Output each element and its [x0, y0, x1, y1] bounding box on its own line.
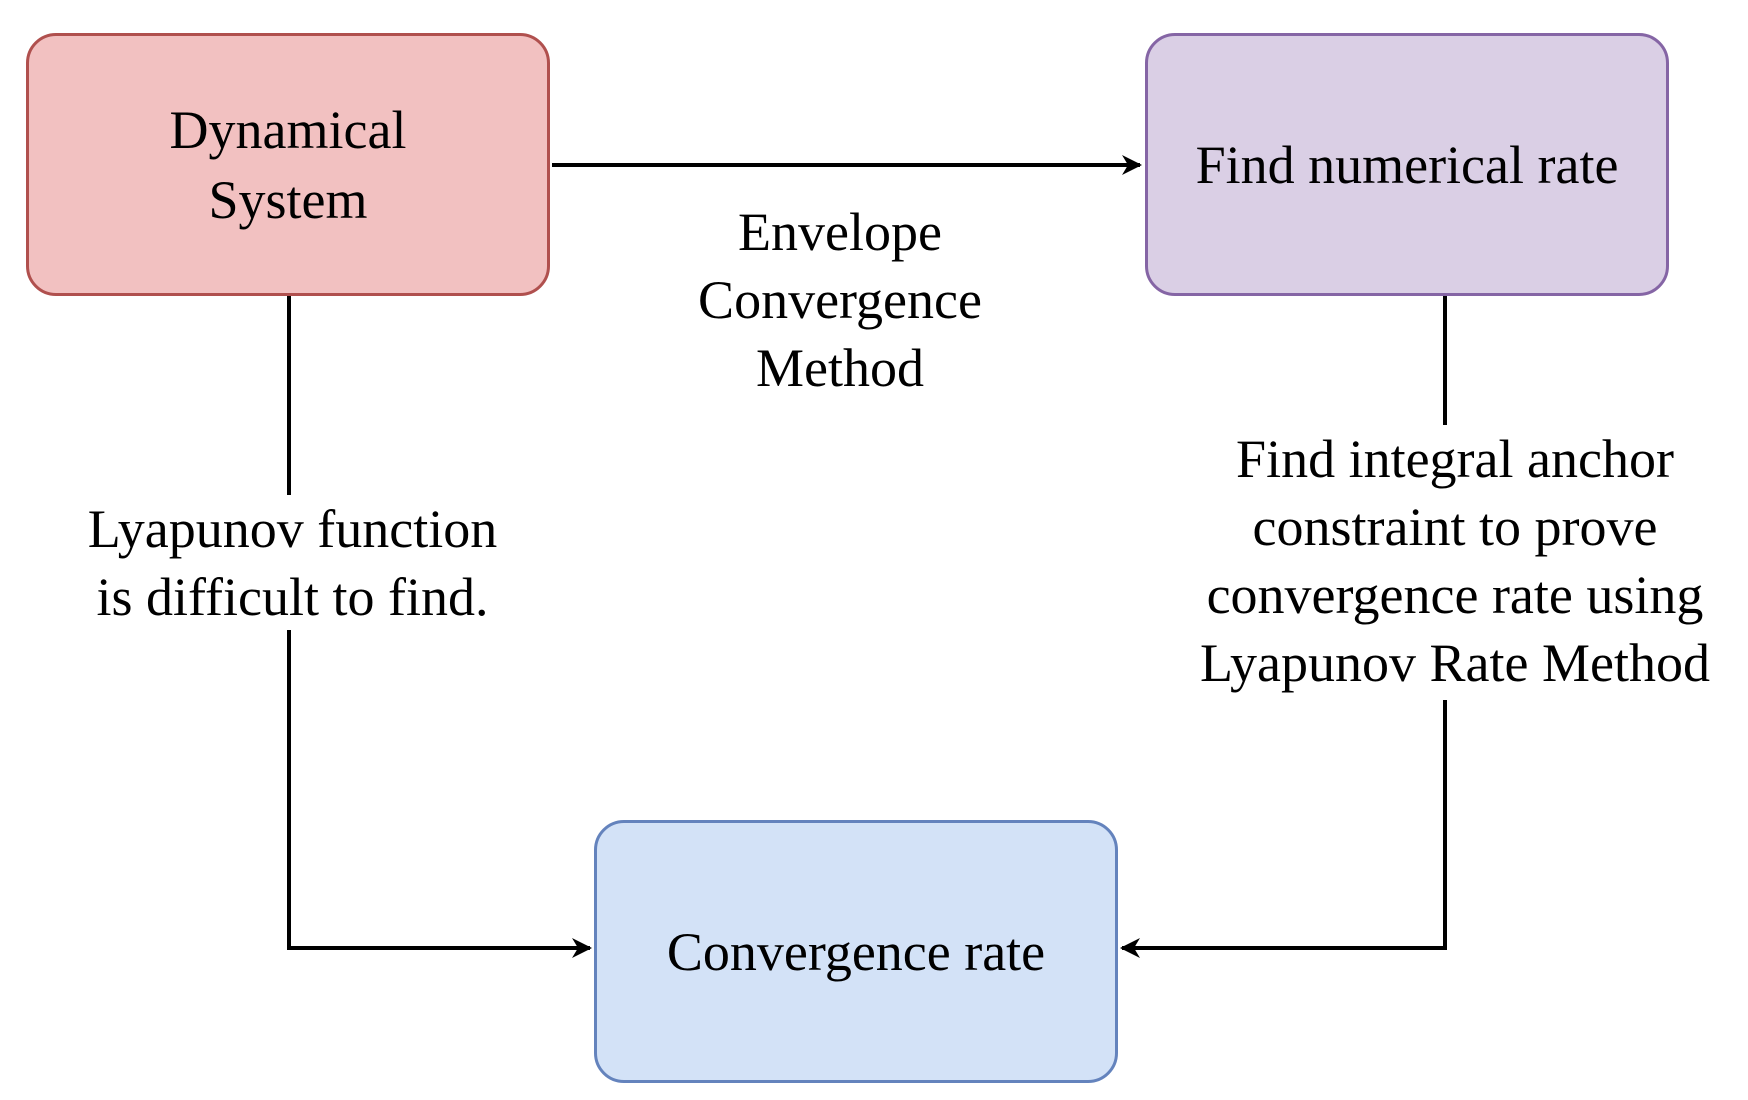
node-dynamical-system-line2: System [208, 169, 368, 230]
node-dynamical-system-line1: Dynamical [169, 99, 407, 160]
edge-label-anchor-line2: constraint to prove [1252, 497, 1658, 557]
edge-label-envelope-line3: Method [756, 338, 924, 398]
node-convergence-rate-label: Convergence rate [666, 921, 1046, 982]
edge-label-envelope: Envelope Convergence Method [620, 198, 1060, 402]
node-find-numerical-rate: Find numerical rate [1145, 33, 1669, 296]
edge-label-envelope-line1: Envelope [738, 202, 942, 262]
edge-label-lyapunov-line2: is difficult to find. [96, 567, 489, 627]
node-find-numerical-rate-label: Find numerical rate [1195, 134, 1619, 195]
edge-label-lyapunov-line1: Lyapunov function [87, 499, 498, 559]
node-convergence-rate: Convergence rate [594, 820, 1118, 1083]
edge-label-anchor-line1: Find integral anchor [1236, 429, 1674, 489]
edge-label-lyapunov: Lyapunov function is difficult to find. [40, 495, 545, 630]
edge-label-anchor-line3: convergence rate using [1206, 565, 1704, 625]
node-dynamical-system: Dynamical System [26, 33, 550, 296]
edge-label-anchor-constraint: Find integral anchor constraint to prove… [1170, 425, 1740, 700]
edge-label-anchor-line4: Lyapunov Rate Method [1200, 633, 1710, 693]
edge-label-envelope-line2: Convergence [698, 270, 982, 330]
